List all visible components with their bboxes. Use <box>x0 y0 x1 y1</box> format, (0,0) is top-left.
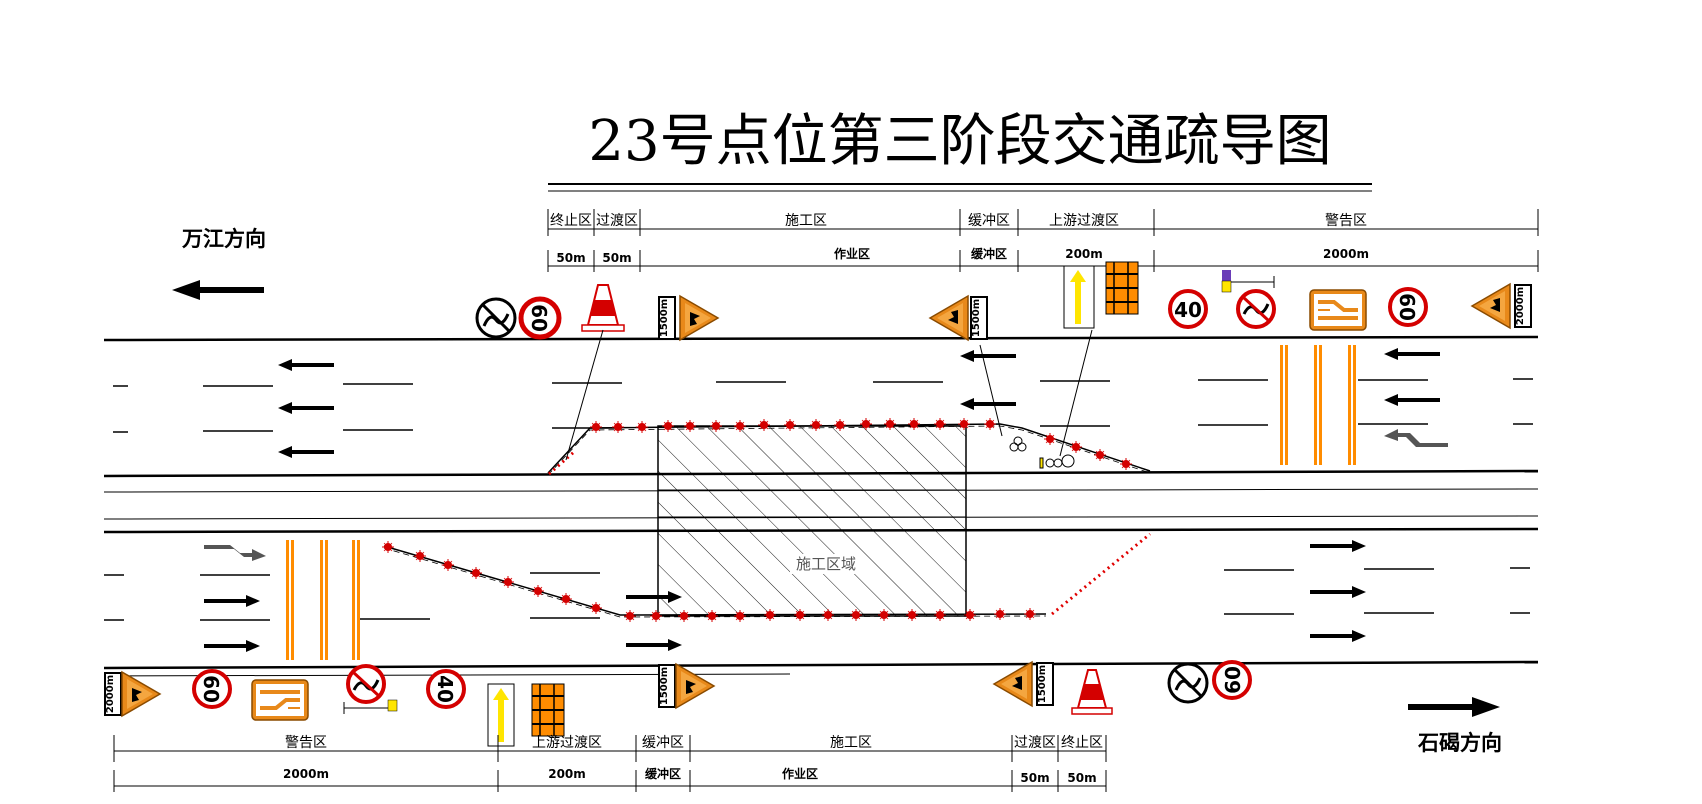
construction-warning-bottom-left-icon <box>121 671 161 717</box>
speed-limit-60-top-text: 60 <box>527 304 551 332</box>
distance-sign-top-left-text: 1500m <box>659 299 670 337</box>
lane-arrows-lower-mid <box>626 591 682 651</box>
orange-bars-upper <box>1280 345 1356 465</box>
no-overtaking-sign-top-icon <box>475 297 517 339</box>
lane-arrows-lower-right <box>1310 540 1366 642</box>
top-dist-upstream: 200m <box>1065 247 1103 261</box>
distance-sign-bottom-mid-right: 1500m <box>1036 662 1054 706</box>
distance-sign-top-mid-text: 1500m <box>971 299 982 337</box>
bottom-dist-end: 50m <box>1067 771 1096 785</box>
direction-label-shijie: 石碣方向 <box>1417 731 1502 755</box>
direction-arrow-left-icon <box>172 280 264 300</box>
top-zone-upstream: 上游过渡区 <box>1049 213 1119 229</box>
construction-warning-top-right-icon <box>1471 283 1511 329</box>
distance-sign-bottom-mid-right-text: 1500m <box>1037 665 1048 703</box>
speed-limit-40-bottom-text: 40 <box>433 675 457 703</box>
bottom-dist-warning: 2000m <box>283 767 329 781</box>
lower-cone-line <box>381 540 1047 623</box>
construction-warning-top-mid-icon <box>929 295 969 341</box>
top-dist-work: 作业区 <box>834 246 870 261</box>
direction-arrow-right-icon <box>1408 697 1500 717</box>
speed-limit-40-sign-top: 40 <box>1168 289 1208 329</box>
upper-dotted-taper <box>548 450 575 476</box>
arrow-board-top-icon <box>1063 265 1095 329</box>
bottom-zone-transition: 过渡区 <box>1014 735 1056 751</box>
bottom-dist-work: 作业区 <box>782 766 818 781</box>
speed-limit-60-sign-top: 60 <box>518 296 562 340</box>
top-dist-transition: 50m <box>602 251 631 265</box>
construction-warning-top-left-icon <box>679 295 719 341</box>
top-zone-end: 终止区 <box>550 213 592 229</box>
top-zone-dimension-row <box>547 209 1539 272</box>
bottom-zone-construction: 施工区 <box>830 735 872 751</box>
top-dist-buffer: 缓冲区 <box>971 246 1007 261</box>
distance-sign-top-mid: 1500m <box>970 296 988 340</box>
sign-pointer-top-mid <box>979 344 1003 437</box>
top-zone-transition: 过渡区 <box>596 213 638 229</box>
merge-arrow-lower-icon <box>204 545 266 561</box>
lane-arrows-lower-left <box>204 595 260 652</box>
arrow-board-pointer-top <box>1059 329 1093 457</box>
no-overtaking-sign-bottom-right-icon <box>1167 662 1209 704</box>
distance-sign-bottom-mid-left: 1500m <box>658 664 676 708</box>
barrel-group-top-icon <box>1105 261 1139 315</box>
speed-limit-60-top-right-text: 60 <box>1395 293 1419 321</box>
work-area-label: 施工区域 <box>796 555 856 573</box>
top-dist-warning: 2000m <box>1323 247 1369 261</box>
speed-limit-60-sign-top-right: 60 <box>1388 287 1428 327</box>
traffic-cone-bottom-icon <box>1071 669 1113 715</box>
page-title: 23号点位第三阶段交通疏导图 <box>588 109 1331 174</box>
orange-bars-lower <box>286 540 360 660</box>
construction-warning-bottom-mid-right-icon <box>993 661 1033 707</box>
construction-warning-bottom-mid-left-icon <box>675 663 715 709</box>
traffic-cone-top-icon <box>581 284 625 332</box>
no-overtaking-sign-top-right-icon <box>1236 289 1276 329</box>
bottom-zone-end: 终止区 <box>1061 735 1103 751</box>
cone-pointer-top <box>565 329 604 461</box>
distance-sign-bottom-left: 2000m <box>104 672 122 716</box>
direction-label-wanjiang: 万江方向 <box>181 227 266 251</box>
speed-limit-60-bottom-right-text: 60 <box>1221 666 1245 694</box>
speed-limit-40-top-text: 40 <box>1174 298 1202 322</box>
speed-limit-60-sign-bottom-right: 60 <box>1212 660 1252 700</box>
lane-closed-sign-top-icon <box>1309 289 1367 331</box>
bottom-zone-dimension-row <box>113 735 1107 792</box>
lane-closed-sign-bottom-icon <box>251 679 309 721</box>
lane-arrows-upper-right <box>1384 348 1440 406</box>
top-zone-construction: 施工区 <box>785 213 827 229</box>
bottom-dist-upstream: 200m <box>548 767 586 781</box>
top-dist-end: 50m <box>556 251 585 265</box>
speed-limit-40-sign-bottom: 40 <box>426 669 466 709</box>
distance-sign-bottom-mid-left-text: 1500m <box>659 667 670 705</box>
work-area <box>657 425 967 617</box>
merge-arrow-upper-icon <box>1384 429 1448 447</box>
distance-sign-top-right-text: 2000m <box>1515 287 1526 325</box>
equipment-marker-upper-icon <box>1009 436 1075 469</box>
arrow-board-bottom-icon <box>487 683 515 747</box>
lane-dashes-lower <box>104 567 1530 621</box>
flasher-bottom-icon <box>343 699 398 714</box>
bottom-dist-buffer: 缓冲区 <box>645 766 681 781</box>
lower-dotted-taper <box>1051 532 1151 616</box>
bottom-zone-warning: 警告区 <box>285 735 327 751</box>
lane-arrows-upper-left <box>278 359 334 458</box>
top-zone-buffer: 缓冲区 <box>968 213 1010 229</box>
distance-sign-top-right: 2000m <box>1514 284 1532 328</box>
bottom-dist-transition: 50m <box>1020 771 1049 785</box>
bottom-zone-buffer: 缓冲区 <box>642 735 684 751</box>
top-zone-warning: 警告区 <box>1325 213 1367 229</box>
flasher-top-icon <box>1221 270 1275 293</box>
bottom-zone-upstream: 上游过渡区 <box>532 735 602 751</box>
distance-sign-top-left: 1500m <box>658 296 676 340</box>
no-overtaking-sign-bottom-icon <box>346 664 386 704</box>
distance-sign-bottom-left-text: 2000m <box>105 675 116 713</box>
speed-limit-60-sign-bottom-left: 60 <box>192 669 232 709</box>
barrel-group-bottom-icon <box>531 683 565 737</box>
speed-limit-60-bottom-left-text: 60 <box>199 675 223 703</box>
